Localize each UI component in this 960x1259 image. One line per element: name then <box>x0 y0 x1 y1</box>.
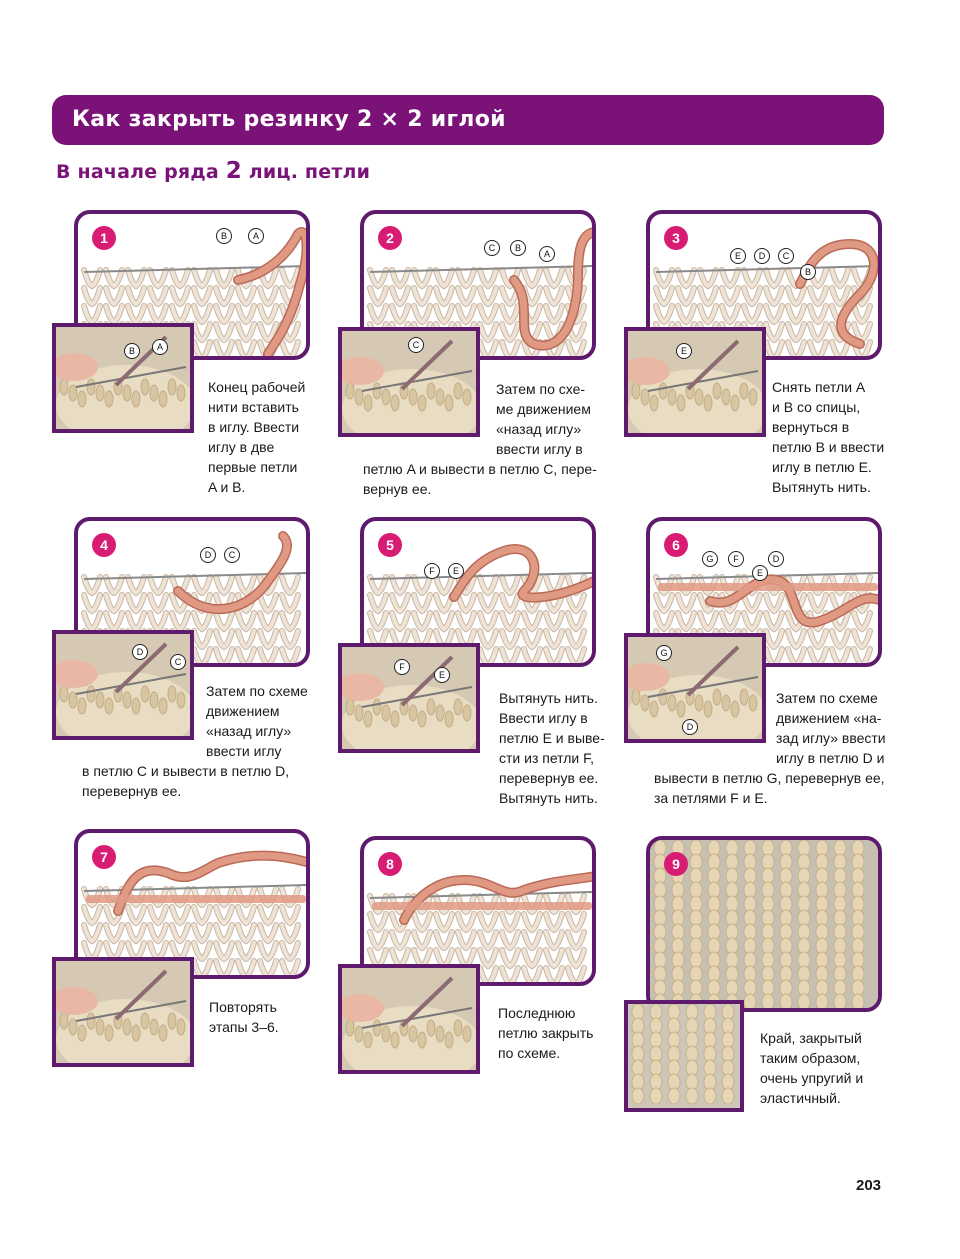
step-4-caption-full: в петлю C и вывести в петлю D,перевернув… <box>82 763 290 799</box>
step-5-caption: Вытянуть нить.Ввести иглу в петлю E и вы… <box>499 690 605 806</box>
loop-label: E <box>448 563 464 579</box>
loop-label: A <box>152 339 168 355</box>
subtitle-number: 2 <box>225 158 242 184</box>
step-5-photo: F E <box>338 643 480 753</box>
loop-label: B <box>510 240 526 256</box>
loop-label: C <box>170 654 186 670</box>
ribbed-fabric-photo-image <box>650 840 878 1008</box>
step-number-badge: 6 <box>664 533 688 557</box>
section-title: Как закрыть резинку 2 × 2 иглой <box>72 107 506 132</box>
knitting-photo-image <box>56 634 190 736</box>
loop-label: D <box>768 551 784 567</box>
knitting-photo-image <box>342 647 476 749</box>
loop-label: D <box>754 248 770 264</box>
step-2-photo: C <box>338 327 480 437</box>
step-6-photo: G D <box>624 633 766 743</box>
knitting-photo-image <box>342 331 476 433</box>
loop-label: A <box>248 228 264 244</box>
step-9-photo-small <box>624 1000 744 1112</box>
loop-label: F <box>394 659 410 675</box>
step-8-photo <box>338 964 480 1074</box>
step-4-photo: D C <box>52 630 194 740</box>
knitting-diagram-drawing <box>367 544 592 663</box>
loop-label: E <box>730 248 746 264</box>
step-9-photo-large: 9 <box>646 836 882 1012</box>
subtitle-suffix: лиц. петли <box>248 161 371 183</box>
step-number-badge: 4 <box>92 533 116 557</box>
loop-label: G <box>656 645 672 661</box>
loop-label: G <box>702 551 718 567</box>
loop-label: B <box>124 343 140 359</box>
step-3-photo: E <box>624 327 766 437</box>
step-7-photo <box>52 957 194 1067</box>
knitting-photo-image <box>628 331 762 433</box>
loop-label: C <box>408 337 424 353</box>
loop-label: F <box>424 563 440 579</box>
step-number-badge: 5 <box>378 533 402 557</box>
loop-label: C <box>484 240 500 256</box>
section-title-banner: Как закрыть резинку 2 × 2 иглой <box>52 95 884 145</box>
loop-label: E <box>434 667 450 683</box>
step-number-badge: 2 <box>378 226 402 250</box>
loop-label: E <box>752 565 768 581</box>
loop-label: C <box>224 547 240 563</box>
step-6-caption-full: вывести в петлю G, перевернув ее,за петл… <box>654 770 885 806</box>
step-2-caption-right: Затем по схе-ме движением «назад иглу»вв… <box>496 381 591 457</box>
loop-label: F <box>728 551 744 567</box>
knitting-photo-image <box>628 637 762 739</box>
step-number-badge: 3 <box>664 226 688 250</box>
page-number: 203 <box>856 1177 882 1194</box>
loop-label: E <box>676 343 692 359</box>
step-1-photo: B A <box>52 323 194 433</box>
knitting-photo-image <box>56 961 190 1063</box>
subtitle-prefix: В начале ряда <box>56 161 219 183</box>
knitting-photo-image <box>342 968 476 1070</box>
step-number-badge: 8 <box>378 852 402 876</box>
knitting-photo-image <box>56 327 190 429</box>
loop-label: D <box>682 719 698 735</box>
loop-label: B <box>800 264 816 280</box>
ribbed-fabric-photo-image <box>628 1004 740 1108</box>
step-2-caption-full: петлю A и вывести в петлю C, пере-вернув… <box>363 461 597 497</box>
step-number-badge: 7 <box>92 845 116 869</box>
loop-label: A <box>539 246 555 262</box>
loop-label: B <box>216 228 232 244</box>
subsection-title: В начале ряда 2 лиц. петли <box>56 158 370 184</box>
loop-label: D <box>132 644 148 660</box>
step-number-badge: 9 <box>664 852 688 876</box>
loop-label: D <box>200 547 216 563</box>
step-number-badge: 1 <box>92 226 116 250</box>
loop-label: C <box>778 248 794 264</box>
